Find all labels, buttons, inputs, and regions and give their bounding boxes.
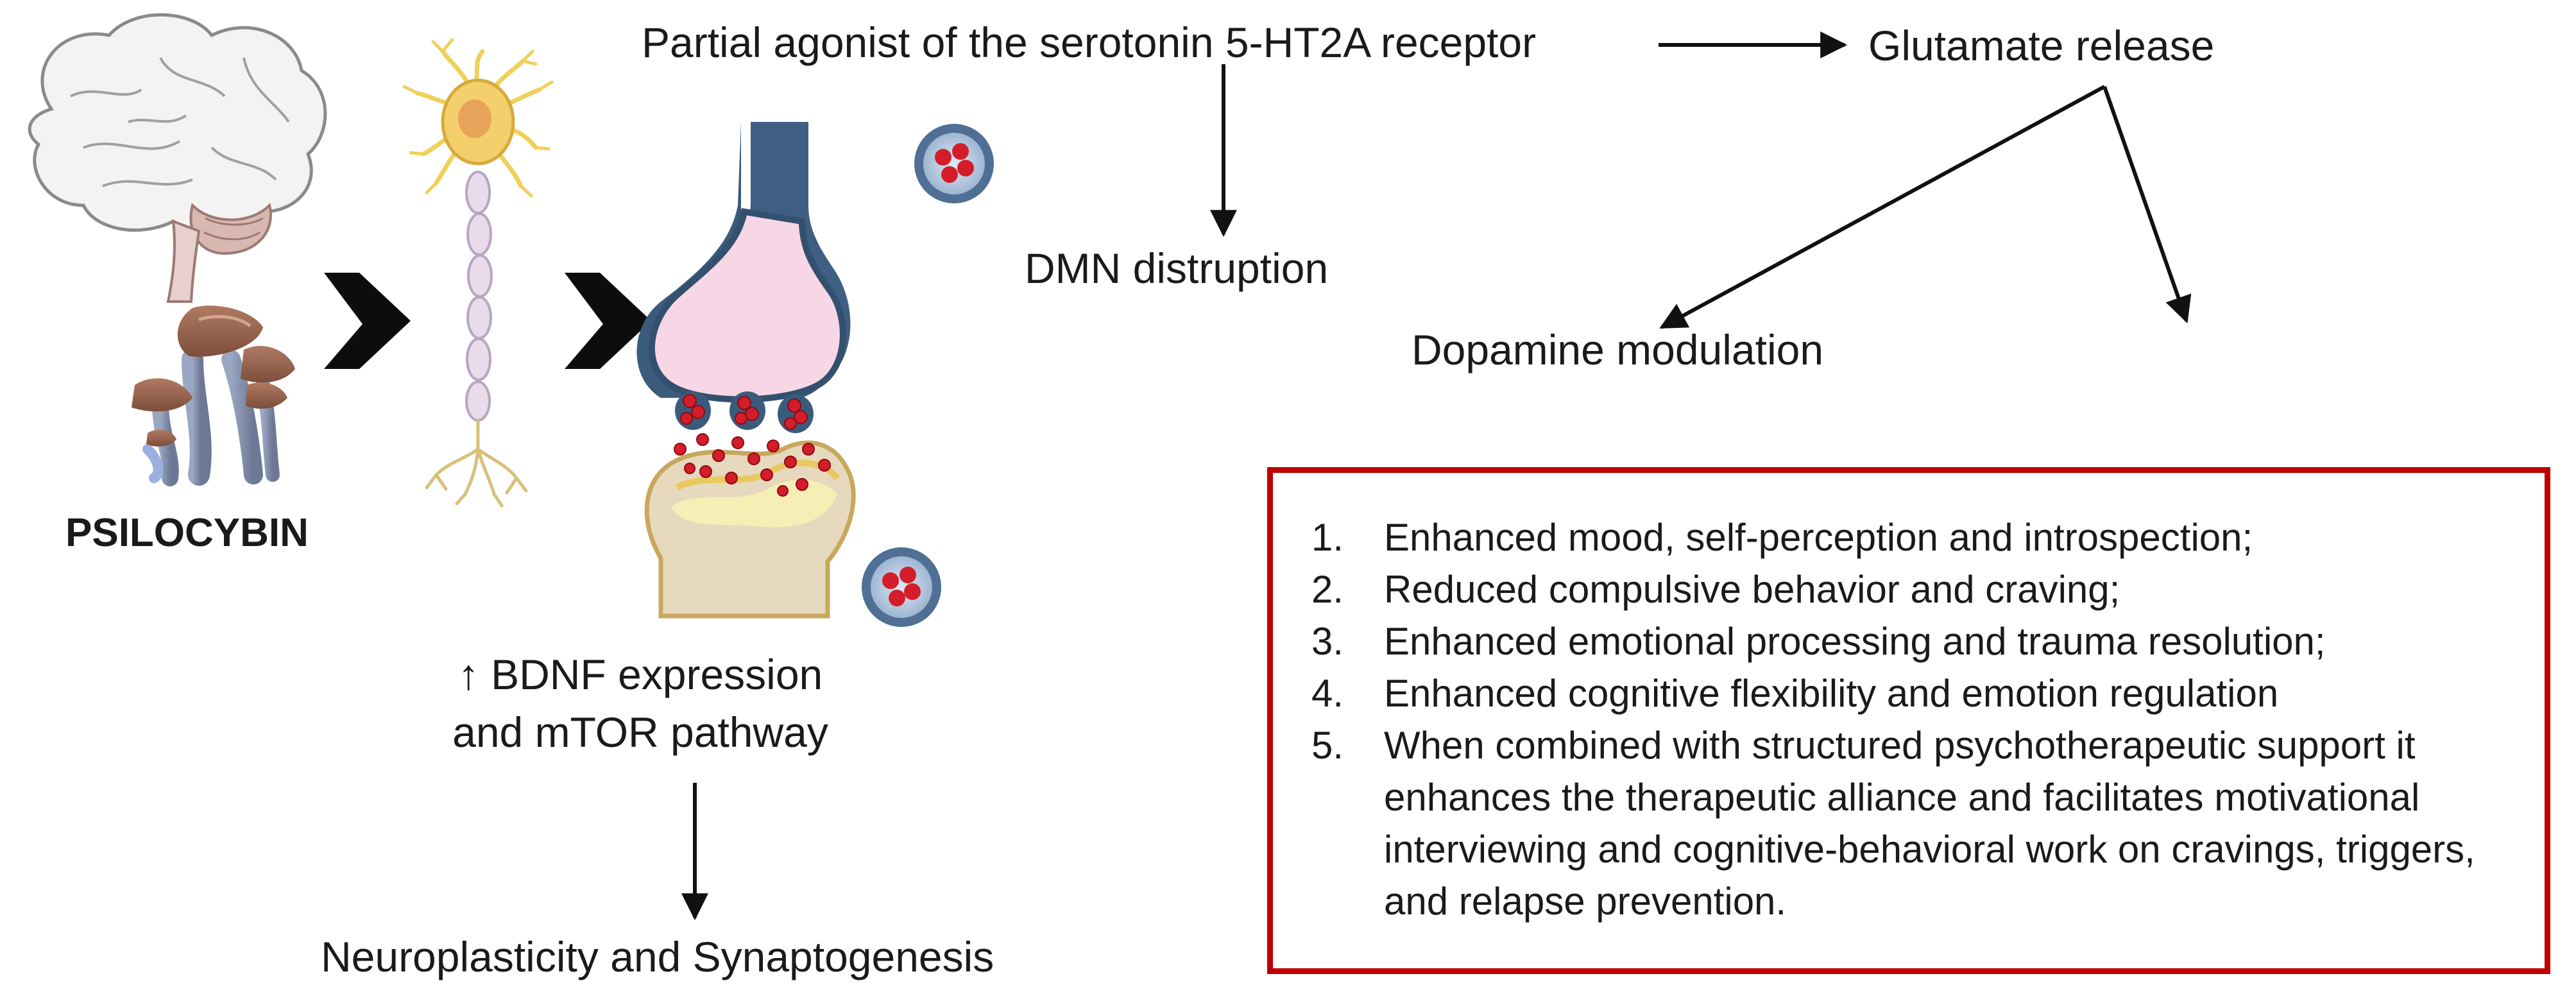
effect-item: 1. Enhanced mood, self-perception and int… (1311, 511, 2518, 563)
neuron-icon (402, 38, 554, 508)
effect-item: 2. Reduced compulsive behavior and cravin… (1311, 563, 2518, 615)
effect-number: 1. (1311, 516, 1344, 559)
effect-number: 4. (1311, 672, 1344, 715)
dmn-label: DMN distruption (1025, 244, 1329, 292)
glutamate-label: Glutamate release (1868, 22, 2215, 69)
effect-text: Enhanced emotional processing and trauma… (1384, 620, 2326, 663)
vesicle-icon (914, 124, 994, 203)
brain-icon (28, 13, 327, 303)
effect-item: 5. When combined with structured psychoth… (1311, 719, 2518, 927)
synapse-icon (636, 122, 856, 619)
effects-list: 1. Enhanced mood, self-perception and int… (1311, 511, 2518, 927)
arrow-glutamate-to-dopamine (1659, 85, 2106, 329)
arrow-glutamate-to-right (2103, 86, 2192, 323)
right-chevron-arrow-1 (324, 273, 411, 369)
psilocybin-label: PSILOCYBIN (65, 511, 309, 555)
effect-item: 3. Enhanced emotional processing and trau… (1311, 615, 2518, 667)
dopamine-label: Dopamine modulation (1412, 326, 1824, 373)
effect-number: 5. (1311, 724, 1344, 767)
effect-number: 3. (1311, 620, 1344, 663)
effect-text: Reduced compulsive behavior and craving; (1384, 568, 2120, 611)
bdnf-label-line2: and mTOR pathway (452, 708, 828, 756)
mushroom-cluster-icon (132, 305, 295, 486)
receptor-label: Partial agonist of the serotonin 5-HT2A … (642, 19, 1537, 66)
effects-box: 1. Enhanced mood, self-perception and int… (1267, 467, 2550, 974)
effect-text: Enhanced cognitive flexibility and emoti… (1384, 672, 2279, 715)
neuroplasticity-label: Neuroplasticity and Synaptogenesis (321, 933, 994, 980)
vesicle-icon (862, 547, 941, 627)
right-chevron-arrow-2 (565, 273, 651, 369)
effect-text: When combined with structured psychother… (1384, 724, 2475, 923)
effect-item: 4. Enhanced cognitive flexibility and emo… (1311, 667, 2518, 719)
effect-number: 2. (1311, 568, 1344, 611)
effect-text: Enhanced mood, self-perception and intro… (1384, 516, 2253, 559)
bdnf-label-line1: ↑ BDNF expression (457, 651, 823, 698)
